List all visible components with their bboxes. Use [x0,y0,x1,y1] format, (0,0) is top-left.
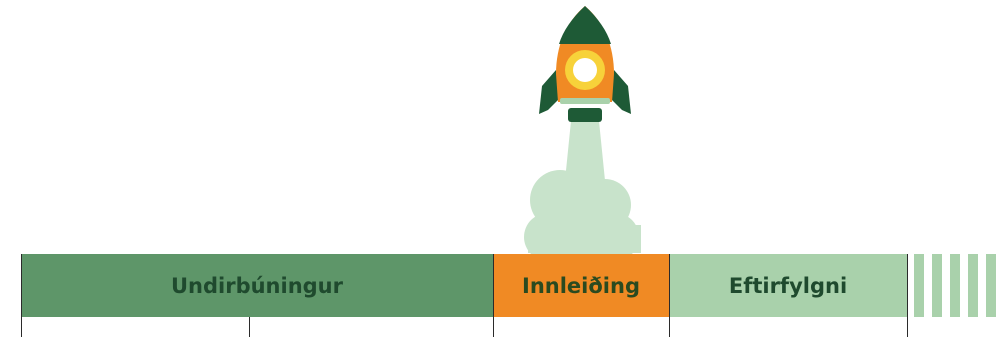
rocket-base [560,98,610,104]
rocket-nozzle [568,108,602,122]
rocket-nose [559,6,611,44]
phase-label-undirbuningur: Undirbúningur [171,274,344,298]
rocket-window [573,58,597,82]
continuation-stripes [914,254,996,317]
phase-label-eftirfylgni: Eftirfylgni [729,274,847,298]
smoke-cloud [524,170,641,261]
rocket-icon [539,6,631,122]
rocket-exhaust [524,121,641,261]
phase-label-innleiding: Innleiðing [522,274,640,298]
